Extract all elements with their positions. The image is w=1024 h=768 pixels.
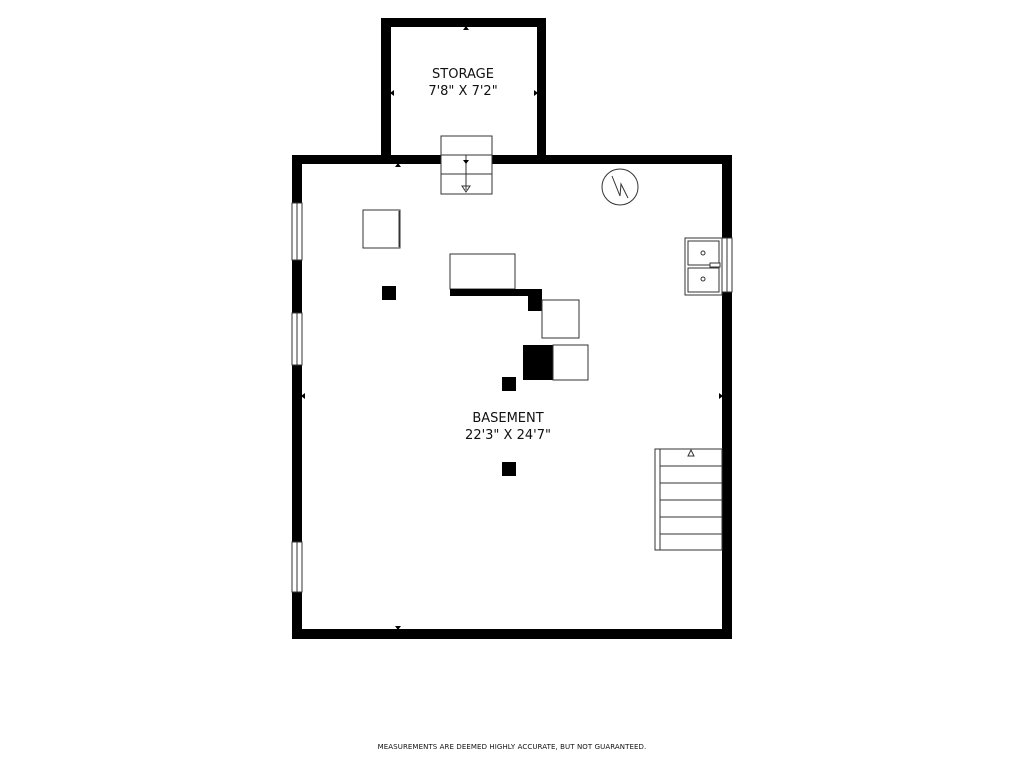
laundry-sink-icon <box>684 237 723 296</box>
storage-room-dimensions: 7'8" X 7'2" <box>428 84 497 99</box>
dimension-arrow-icon <box>463 26 469 30</box>
dryer-box <box>552 344 589 381</box>
basement-wall-bottom <box>292 629 732 639</box>
basement-room-name: BASEMENT <box>472 411 543 426</box>
appliance-box <box>362 209 401 249</box>
window-icon <box>291 312 303 366</box>
stairs-icon <box>654 448 723 551</box>
windows-left <box>291 202 303 593</box>
support-post <box>502 462 516 476</box>
storage-label: STORAGE 7'8" X 7'2" <box>428 67 497 99</box>
storage-wall-right <box>537 18 546 164</box>
dimension-arrow-icon <box>719 393 723 399</box>
support-post <box>502 377 516 391</box>
storage-wall-left <box>381 18 391 164</box>
window-icon <box>721 237 733 293</box>
dimension-arrow-icon <box>390 90 394 96</box>
basement-room-dimensions: 22'3" X 24'7" <box>465 428 551 443</box>
dimension-arrow-icon <box>301 393 305 399</box>
stairs-icon <box>440 135 493 195</box>
water-heater-icon <box>601 168 639 206</box>
walls <box>292 18 732 639</box>
duct <box>450 289 542 296</box>
basement-wall-top-right <box>492 155 732 164</box>
furnace-box <box>449 253 516 290</box>
fixtures <box>362 209 589 476</box>
window-icon <box>291 202 303 261</box>
basement-wall-left <box>292 155 302 639</box>
dimension-arrow-icon <box>395 626 401 630</box>
basement-wall-right <box>722 155 732 639</box>
window-icon <box>291 541 303 593</box>
storage-wall-top <box>381 18 546 27</box>
storage-room-name: STORAGE <box>432 67 494 82</box>
dimension-markers <box>301 26 723 630</box>
disclaimer-text: MEASUREMENTS ARE DEEMED HIGHLY ACCURATE,… <box>378 743 647 751</box>
dimension-arrow-icon <box>395 163 401 167</box>
washer-dark <box>523 345 553 380</box>
appliance-box <box>541 299 580 339</box>
basement-label: BASEMENT 22'3" X 24'7" <box>465 411 551 443</box>
dimension-arrow-icon <box>534 90 538 96</box>
support-post <box>382 286 396 300</box>
basement-wall-top-left <box>292 155 441 164</box>
duct-drop <box>528 289 542 311</box>
